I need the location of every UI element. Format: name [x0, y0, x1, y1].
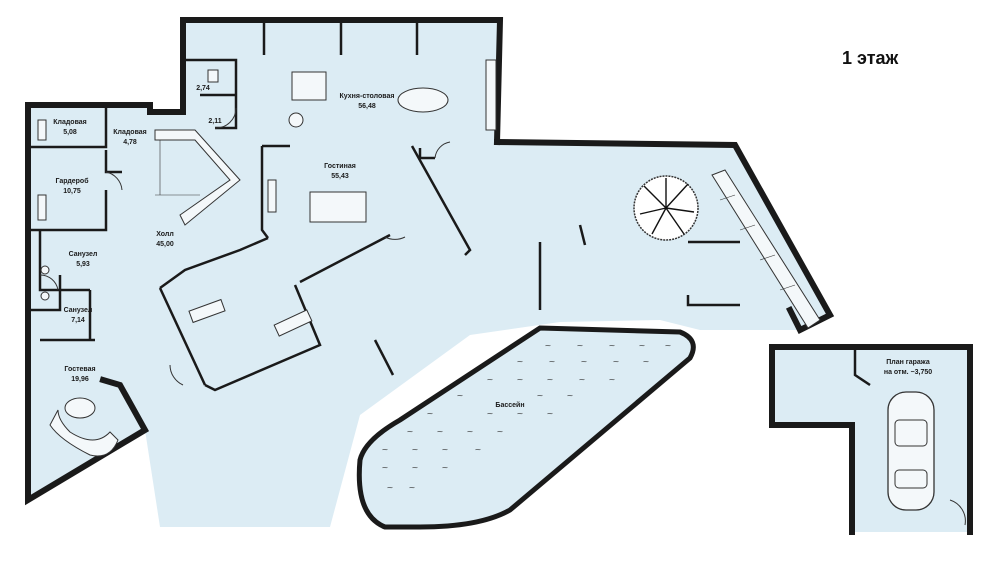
svg-text:~: ~ [517, 409, 524, 418]
room-pantry1-name: Кладовая [53, 119, 87, 126]
room-kitchen-area: 56,48 [358, 103, 376, 110]
room-wardrobe-area: 10,75 [63, 188, 81, 195]
room-pantry2-name: Кладовая [113, 129, 147, 136]
room-guest-name: Гостевая [64, 366, 95, 373]
tree-icon [633, 175, 699, 241]
room-kitchen-name: Кухня-столовая [340, 93, 395, 100]
floor-title: 1 этаж [842, 48, 899, 68]
dining-table-icon [397, 87, 449, 113]
room-living-name: Гостиная [324, 163, 356, 170]
svg-text:~: ~ [609, 341, 616, 350]
room-hall-area: 45,00 [156, 241, 174, 248]
svg-text:~: ~ [547, 375, 554, 384]
interior-walls [28, 22, 871, 392]
svg-text:~: ~ [579, 375, 586, 384]
guest-sofa-icon [49, 409, 119, 457]
room-bath2-name: Санузел [64, 307, 93, 314]
svg-text:~: ~ [457, 391, 464, 400]
room-bath2-area: 7,14 [71, 317, 85, 324]
svg-text:~: ~ [517, 375, 524, 384]
fireplace-icon [267, 179, 277, 213]
svg-text:~: ~ [467, 427, 474, 436]
svg-text:~: ~ [643, 357, 650, 366]
svg-text:~: ~ [387, 483, 394, 492]
svg-text:~: ~ [487, 409, 494, 418]
svg-text:~: ~ [412, 445, 419, 454]
svg-text:~: ~ [407, 427, 414, 436]
garage-label-line1: План гаража [886, 359, 930, 366]
kitchen-counter-icon [485, 59, 497, 131]
room-living-area: 55,43 [331, 173, 349, 180]
pantry-shelf-icon [37, 119, 47, 141]
rug-icon [64, 397, 96, 419]
svg-text:~: ~ [437, 427, 444, 436]
svg-text:~: ~ [547, 409, 554, 418]
outer-walls [25, 17, 973, 535]
sofa-icon [291, 71, 327, 101]
bench-icon [188, 298, 226, 324]
svg-text:~: ~ [613, 357, 620, 366]
room-pool-name: Бассейн [495, 401, 524, 409]
svg-text:~: ~ [487, 375, 494, 384]
room-guest-area: 19,96 [71, 376, 89, 383]
room-labels: Кладовая 5,08 Кладовая 4,78 Гардероб 10,… [53, 85, 932, 409]
svg-text:~: ~ [412, 463, 419, 472]
svg-text:~: ~ [517, 357, 524, 366]
toilet-icon [40, 265, 50, 275]
stairs-icon [154, 129, 821, 329]
svg-text:~: ~ [427, 409, 434, 418]
svg-text:~: ~ [409, 483, 416, 492]
toilet-icon-3 [207, 69, 219, 83]
water-wave-icon: ~~~~~ ~~~~~ ~~~~~ ~~~ ~~~~ ~~~~ ~~~~ ~~~… [382, 341, 672, 492]
svg-text:~: ~ [609, 375, 616, 384]
room-small1-area: 2,74 [196, 85, 210, 92]
svg-text:~: ~ [639, 341, 646, 350]
doors [39, 107, 966, 526]
svg-text:~: ~ [567, 391, 574, 400]
svg-text:~: ~ [442, 445, 449, 454]
svg-text:~: ~ [497, 427, 504, 436]
room-pantry1-area: 5,08 [63, 129, 77, 136]
svg-text:~: ~ [665, 341, 672, 350]
svg-text:~: ~ [581, 357, 588, 366]
room-small2-area: 2,11 [208, 118, 221, 125]
room-bath1-name: Санузел [69, 251, 98, 258]
room-wardrobe-name: Гардероб [55, 177, 89, 185]
billiard-table-icon [309, 191, 367, 223]
svg-text:~: ~ [382, 463, 389, 472]
svg-text:~: ~ [442, 463, 449, 472]
svg-text:~: ~ [545, 341, 552, 350]
bench-icon-2 [273, 309, 313, 337]
toilet-icon-2 [40, 291, 50, 301]
armchair-icon [288, 112, 304, 128]
room-hall-name: Холл [156, 231, 174, 238]
garage-label-line2: на отм. −3,750 [884, 369, 932, 376]
svg-text:~: ~ [577, 341, 584, 350]
svg-text:~: ~ [475, 445, 482, 454]
furniture [37, 59, 497, 457]
svg-text:~: ~ [537, 391, 544, 400]
room-pantry2-area: 4,78 [123, 139, 137, 146]
car-icon [887, 391, 935, 511]
pool: ~~~~~ ~~~~~ ~~~~~ ~~~ ~~~~ ~~~~ ~~~~ ~~~… [356, 325, 696, 530]
room-bath1-area: 5,93 [76, 261, 90, 268]
wardrobe-shelf-icon [37, 194, 47, 221]
svg-text:~: ~ [382, 445, 389, 454]
svg-text:~: ~ [549, 357, 556, 366]
